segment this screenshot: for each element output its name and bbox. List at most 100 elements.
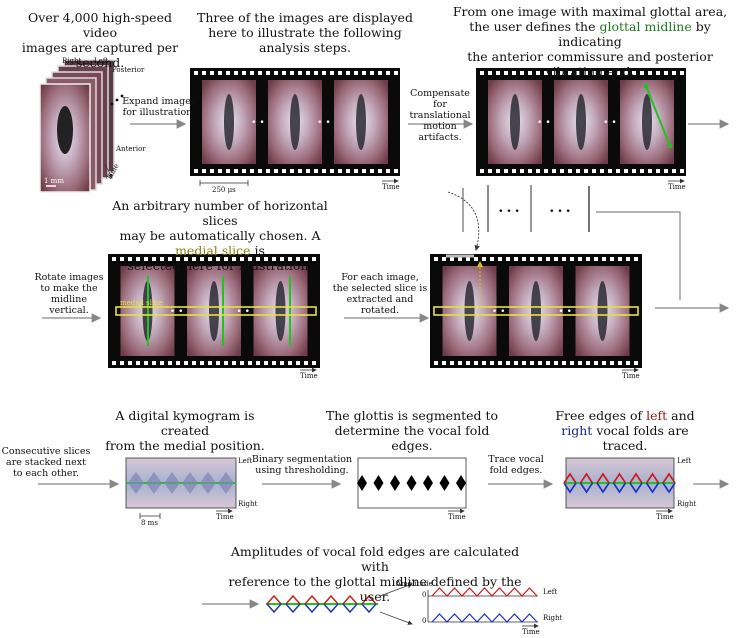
sprocket-hole <box>256 257 260 261</box>
ellipsis: • • • <box>492 307 514 317</box>
sprocket-hole <box>386 169 390 173</box>
ellipsis: • • • <box>498 207 520 217</box>
traced-kymogram <box>563 457 676 509</box>
sprocket-hole <box>354 71 358 75</box>
sprocket-hole <box>530 361 534 365</box>
sprocket-hole <box>200 361 204 365</box>
segmented-glottis <box>357 475 367 491</box>
label-amp-right: Right <box>543 614 563 622</box>
sprocket-hole <box>672 71 676 75</box>
sprocket-hole <box>496 71 500 75</box>
sprocket-hole <box>298 169 302 173</box>
step-compensate: Compensate for translational motion arti… <box>409 88 471 143</box>
sprocket-hole <box>346 169 350 173</box>
sprocket-hole <box>218 169 222 173</box>
sprocket-hole <box>584 169 588 173</box>
sprocket-hole <box>362 71 366 75</box>
sprocket-hole <box>474 257 478 261</box>
sprocket-hole <box>634 361 638 365</box>
sprocket-hole <box>288 361 292 365</box>
sprocket-hole <box>296 361 300 365</box>
glottis-opening <box>356 94 366 150</box>
ellipsis: • • • <box>603 118 625 128</box>
right-edge-trace <box>323 603 339 614</box>
sprocket-hole <box>568 71 572 75</box>
sprocket-hole <box>504 169 508 173</box>
right-edge-trace <box>342 603 358 614</box>
sprocket-hole <box>224 257 228 261</box>
right-edge-trace <box>662 482 676 494</box>
sprocket-hole <box>442 361 446 365</box>
kymogram-cycle <box>200 472 216 494</box>
sprocket-hole <box>312 257 316 261</box>
sprocket-hole <box>482 361 486 365</box>
sprocket-hole <box>296 257 300 261</box>
glottis-opening <box>597 281 608 341</box>
label-traced-right: Right <box>677 500 697 508</box>
ellipsis: • • • <box>549 207 571 217</box>
sprocket-hole <box>314 71 318 75</box>
sprocket-hole <box>224 361 228 365</box>
left-edge-trace <box>563 472 577 484</box>
right-edge-trace <box>612 482 627 494</box>
ellipsis: • • • <box>558 307 580 317</box>
glottis-opening <box>290 94 300 150</box>
caption-glottis: The glottis is segmented to determine th… <box>325 408 499 453</box>
label-time-7: Time <box>656 513 674 521</box>
sprocket-hole <box>554 361 558 365</box>
glottis-opening <box>209 281 219 341</box>
step-binary: Binary segmentation using thresholding. <box>251 454 353 476</box>
sprocket-hole <box>272 257 276 261</box>
sprocket-hole <box>576 169 580 173</box>
sprocket-hole <box>338 169 342 173</box>
sprocket-hole <box>562 361 566 365</box>
sprocket-hole <box>234 71 238 75</box>
sprocket-hole <box>458 361 462 365</box>
sprocket-hole <box>434 361 438 365</box>
sprocket-hole <box>176 361 180 365</box>
right-edge-trace <box>629 482 643 494</box>
medial-slice-term: medial slice <box>175 243 251 258</box>
right-edge-trace <box>579 482 594 494</box>
film-strip-2: • • •• • • <box>476 68 686 176</box>
sprocket-hole <box>370 71 374 75</box>
film-strip-4: • • • • • • <box>430 254 642 368</box>
segmented-glottis <box>390 475 400 491</box>
label-kymo-left: Left <box>238 457 253 465</box>
sprocket-hole <box>362 169 366 173</box>
caption-three-images: Three of the images are displayed here t… <box>197 10 413 55</box>
ellipsis: • • • <box>236 307 258 317</box>
label-1mm: 1 mm <box>44 177 64 185</box>
sprocket-hole <box>298 71 302 75</box>
sprocket-hole <box>608 169 612 173</box>
sprocket-hole <box>434 257 438 261</box>
sprocket-hole <box>290 71 294 75</box>
sprocket-hole <box>312 361 316 365</box>
sprocket-hole <box>634 257 638 261</box>
sprocket-hole <box>272 361 276 365</box>
sprocket-hole <box>488 71 492 75</box>
sprocket-hole <box>586 361 590 365</box>
left-edge-trace <box>629 472 643 484</box>
left-edge-trace <box>579 472 594 484</box>
sprocket-hole <box>610 257 614 261</box>
sprocket-hole <box>322 169 326 173</box>
caption-free-edges: Free edges of left and right vocal folds… <box>555 408 695 453</box>
label-8ms: 8 ms <box>141 519 158 527</box>
sprocket-hole <box>498 361 502 365</box>
left-term: left <box>646 408 668 423</box>
sprocket-hole <box>594 361 598 365</box>
sprocket-hole <box>386 71 390 75</box>
sprocket-hole <box>160 361 164 365</box>
sprocket-hole <box>488 169 492 173</box>
ellipsis: • • • <box>251 118 273 128</box>
sprocket-hole <box>136 257 140 261</box>
label-kymo-right: Right <box>238 500 258 508</box>
sprocket-hole <box>282 169 286 173</box>
caption-kymogram: A digital kymogram is created from the m… <box>105 408 265 453</box>
step-trace: Trace vocal fold edges. <box>488 454 544 476</box>
sprocket-hole <box>656 71 660 75</box>
sprocket-hole <box>480 71 484 75</box>
sprocket-hole <box>520 169 524 173</box>
sprocket-hole <box>184 361 188 365</box>
